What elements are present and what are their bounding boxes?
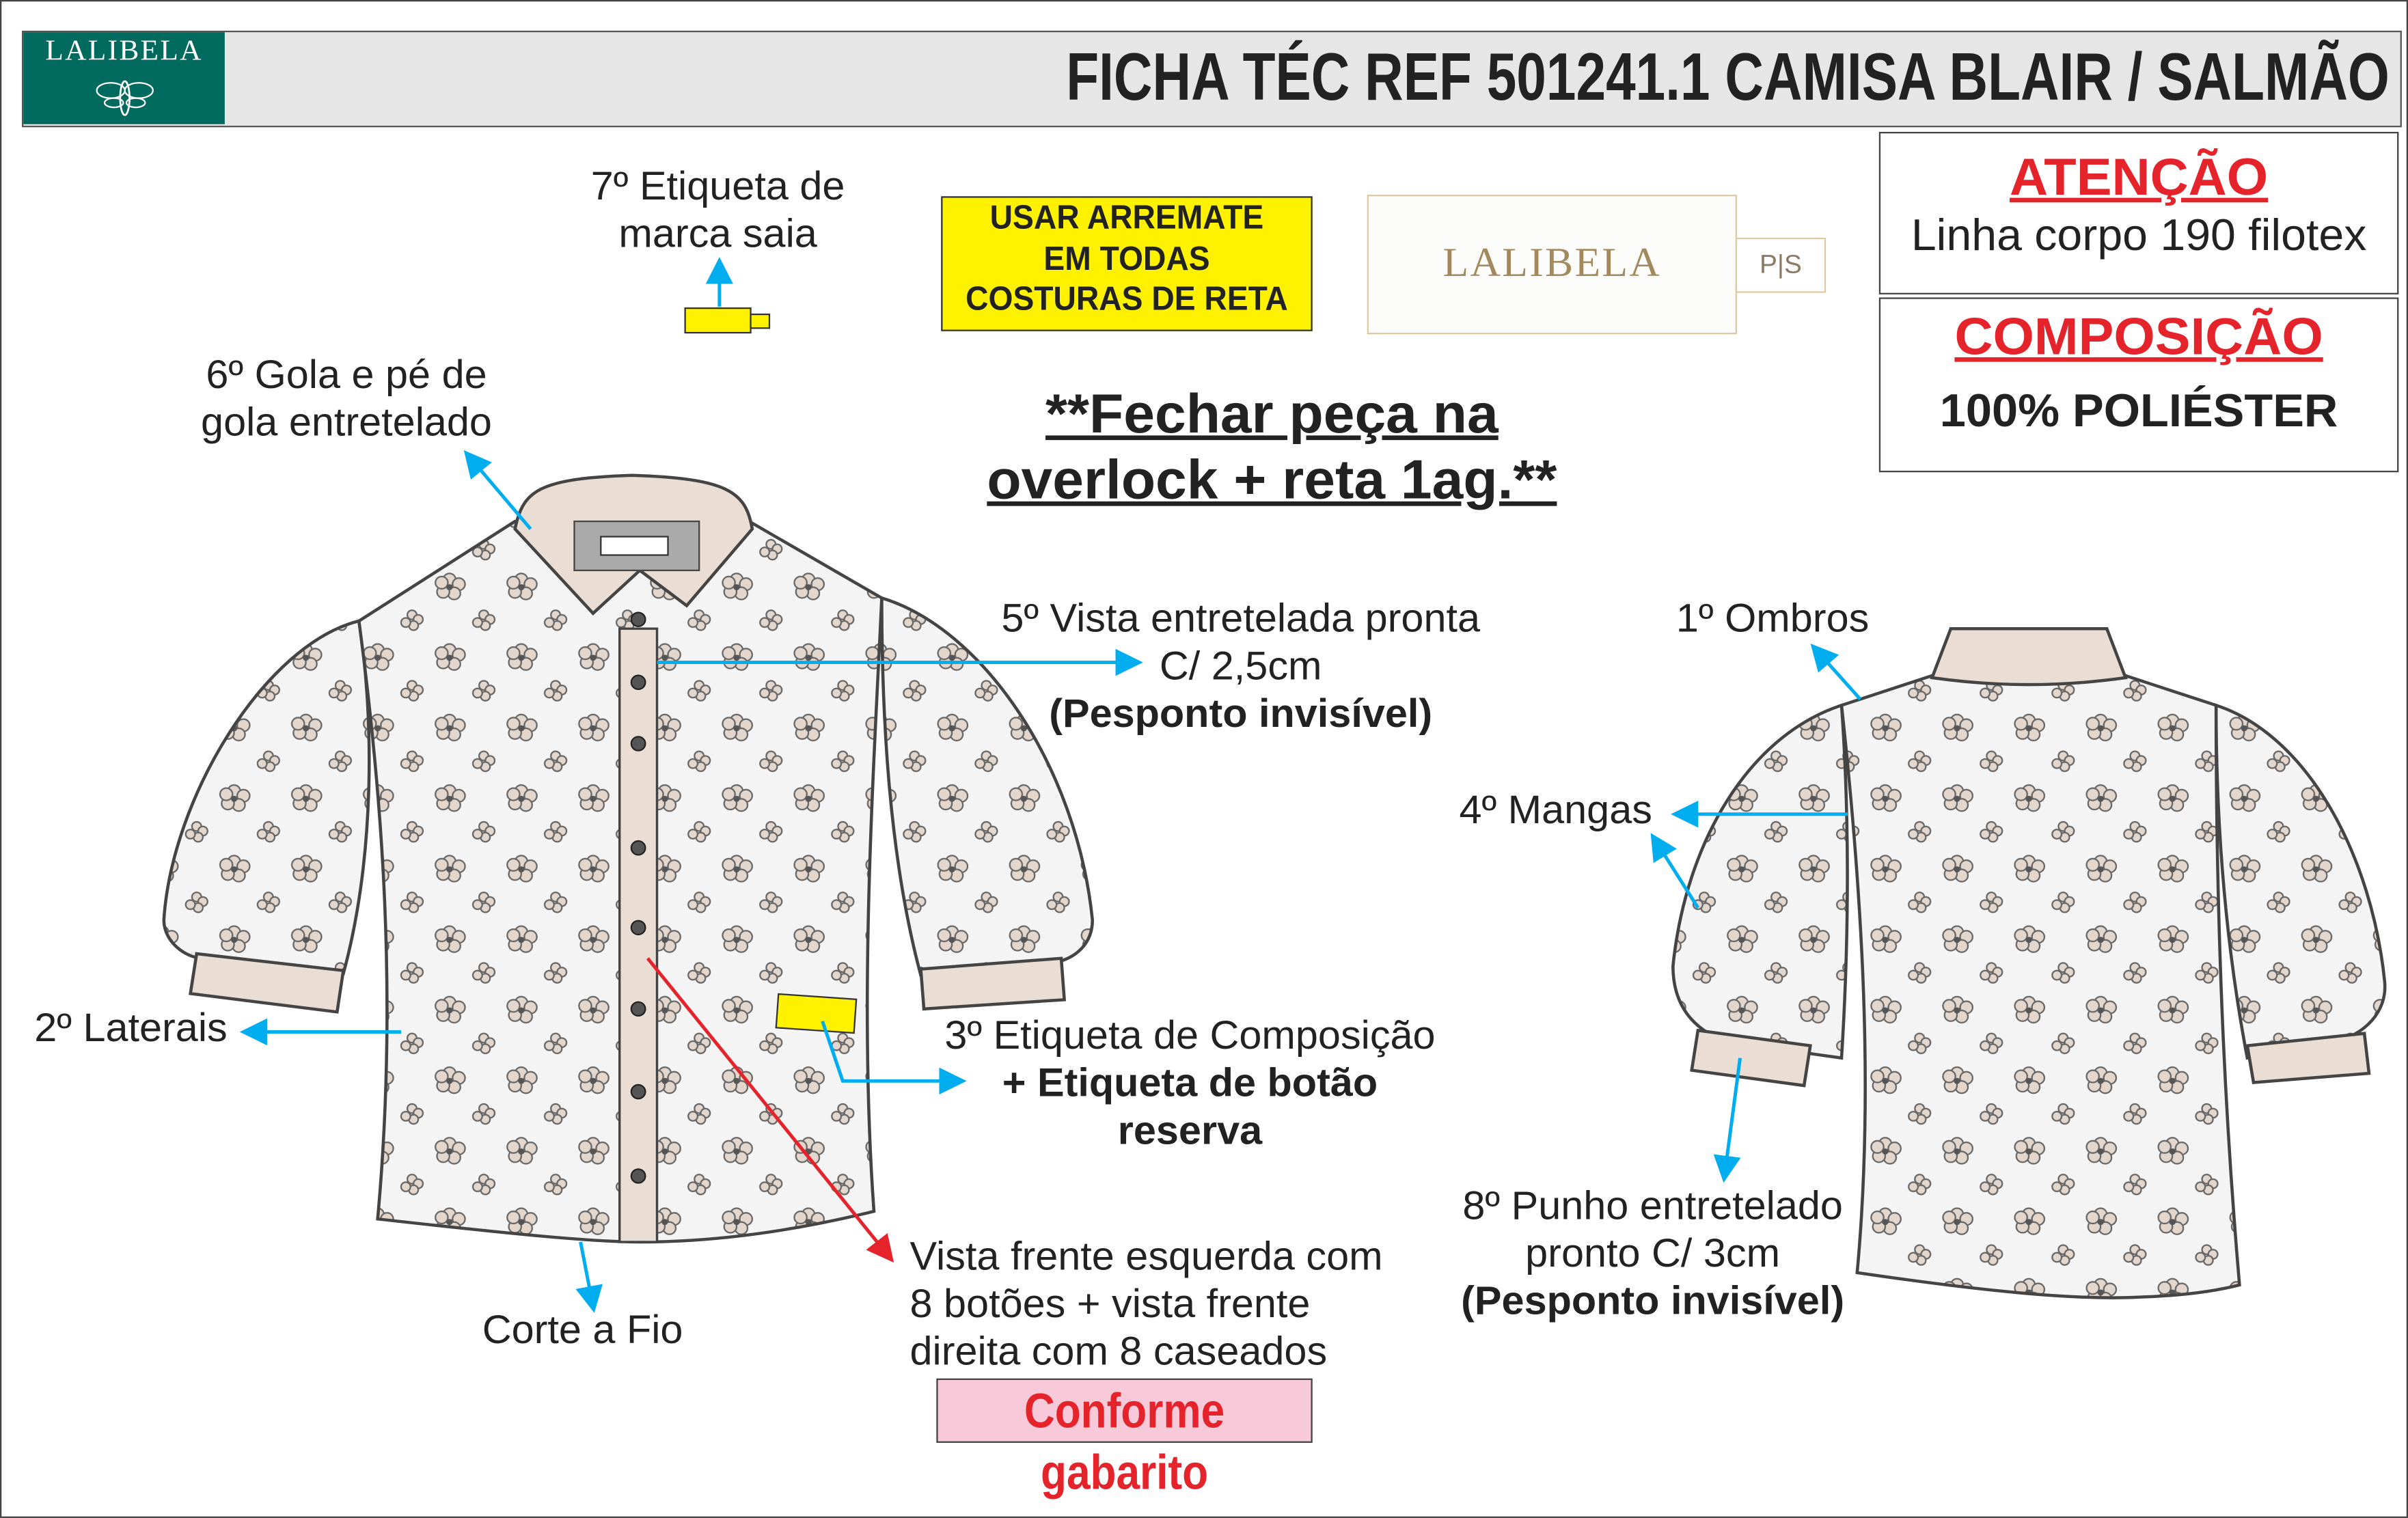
composition-heading: COMPOSIÇÃO xyxy=(1954,308,2323,367)
red-arrow xyxy=(646,957,894,1263)
label-1: 1º Ombros xyxy=(1675,594,1870,641)
back-right-cuff xyxy=(2245,1032,2371,1084)
buttons xyxy=(630,611,646,1184)
front-left-cuff xyxy=(189,952,346,1014)
notice-line: COSTURAS DE RETA xyxy=(966,279,1288,318)
attention-text: Linha corpo 190 filotex xyxy=(1911,211,2367,261)
composition-tag-mark xyxy=(775,993,858,1034)
attention-heading: ATENÇÃO xyxy=(2009,148,2269,207)
annotation-arrows xyxy=(239,257,1862,1313)
back-right-sleeve xyxy=(2214,703,2387,1060)
attention-box: ATENÇÃO Linha corpo 190 filotex xyxy=(1878,132,2399,294)
brand-logo-text: LALIBELA xyxy=(45,35,203,68)
front-view-shirt xyxy=(162,473,1095,1244)
back-left-sleeve xyxy=(1671,703,1849,1060)
composition-text: 100% POLIÉSTER xyxy=(1939,386,2338,437)
brand-label-image: LALIBELA xyxy=(1367,195,1737,335)
closing-note-line1: **Fechar peça na xyxy=(1045,381,1499,445)
label-4: 4º Mangas xyxy=(1459,786,1652,833)
closing-note-line2: overlock + reta 1ag.** xyxy=(987,447,1557,511)
front-right-sleeve xyxy=(880,596,1095,977)
back-left-cuff xyxy=(1690,1028,1812,1088)
notice-line: USAR ARREMATE xyxy=(989,197,1264,236)
header-bar xyxy=(21,30,2402,128)
back-view-shirt xyxy=(1671,626,2387,1299)
front-right-cuff xyxy=(919,956,1067,1011)
brand-logo: LALIBELA xyxy=(23,32,225,124)
notice-box: USAR ARREMATE EM TODAS COSTURAS DE RETA xyxy=(941,196,1313,331)
gabarito-note: Conforme gabarito xyxy=(936,1378,1313,1500)
back-body xyxy=(1839,673,2241,1299)
label-corte: Corte a Fio xyxy=(482,1306,683,1353)
front-left-sleeve xyxy=(162,619,371,976)
brand-label-mark xyxy=(600,536,669,556)
label-2: 2º Laterais xyxy=(34,1004,228,1051)
bee-icon xyxy=(96,80,154,116)
label-3: 3º Etiqueta de Composição+ Etiqueta de b… xyxy=(944,1012,1436,1153)
page-title: FICHA TÉC REF 501241.1 CAMISA BLAIR / SA… xyxy=(1066,40,2390,115)
back-collar xyxy=(1930,626,2128,687)
size-tag: P|S xyxy=(1735,237,1826,293)
notice-line: EM TODAS xyxy=(1043,238,1210,277)
brand-label-text: LALIBELA xyxy=(1442,239,1662,286)
composition-box: COMPOSIÇÃO 100% POLIÉSTER xyxy=(1878,297,2399,473)
